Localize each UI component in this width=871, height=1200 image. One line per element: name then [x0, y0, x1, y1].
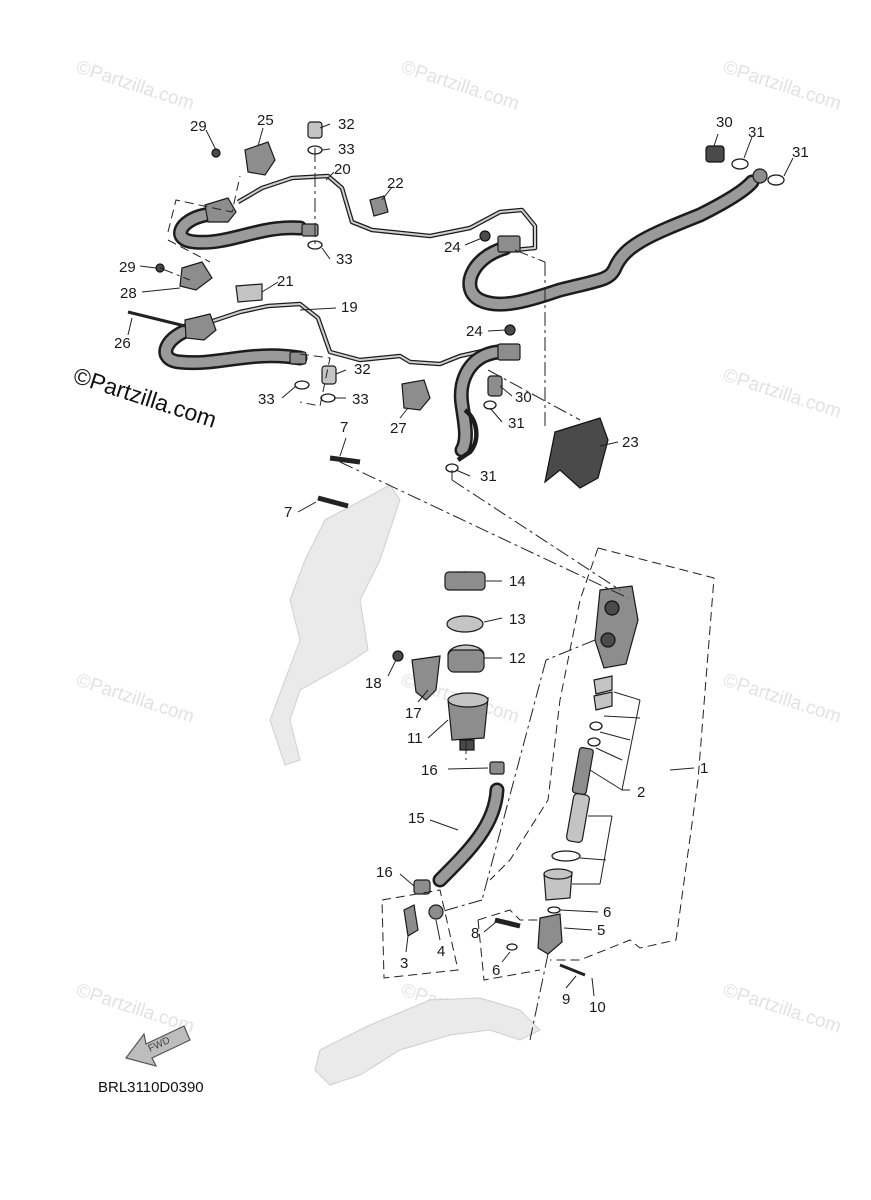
watermark: ©Partzilla.com	[398, 57, 521, 115]
watermark: ©Partzilla.com	[720, 980, 843, 1038]
brake-line-upper	[173, 173, 760, 312]
callout-22: 22	[387, 175, 404, 192]
callout-3: 3	[400, 955, 408, 972]
callout-13: 13	[509, 611, 526, 628]
callout-1: 1	[700, 760, 708, 777]
watermark: ©Partzilla.com	[720, 365, 843, 423]
callout-18: 18	[365, 675, 382, 692]
callout-33: 33	[258, 391, 275, 408]
callout-6: 6	[492, 962, 500, 979]
callout-21: 21	[277, 273, 294, 290]
callout-16: 16	[376, 864, 393, 881]
callout-33: 33	[338, 141, 355, 158]
callout-17: 17	[405, 705, 422, 722]
callout-2: 2	[637, 784, 645, 801]
callout-7: 7	[284, 504, 292, 521]
callout-5: 5	[597, 922, 605, 939]
watermark-main: ©Partzilla.com	[70, 362, 219, 433]
watermark: ©Partzilla.com	[73, 670, 196, 728]
ghost-frame	[269, 484, 541, 1086]
callout-15: 15	[408, 810, 425, 827]
callout-16: 16	[421, 762, 438, 779]
callout-31: 31	[508, 415, 525, 432]
callout-33: 33	[336, 251, 353, 268]
callout-12: 12	[509, 650, 526, 667]
callout-31: 31	[748, 124, 765, 141]
callout-20: 20	[334, 161, 351, 178]
connection-lines	[159, 148, 629, 1041]
callout-8: 8	[471, 925, 479, 942]
callouts: 29 25 32 33 20 22 33 24 30 31 31 29 21 2…	[114, 112, 809, 1016]
callout-9: 9	[562, 991, 570, 1008]
callout-23: 23	[622, 434, 639, 451]
master-cylinder	[403, 585, 639, 977]
callout-31: 31	[792, 144, 809, 161]
group-outlines	[167, 175, 715, 981]
brake-line-lower	[158, 301, 514, 462]
callout-30: 30	[515, 389, 532, 406]
callout-7: 7	[340, 419, 348, 436]
watermark: ©Partzilla.com	[73, 57, 196, 115]
callout-29: 29	[119, 259, 136, 276]
callout-24: 24	[466, 323, 483, 340]
callout-25: 25	[257, 112, 274, 129]
callout-26: 26	[114, 335, 131, 352]
callout-24: 24	[444, 239, 461, 256]
callout-32: 32	[338, 116, 355, 133]
callout-19: 19	[341, 299, 358, 316]
callout-31: 31	[480, 468, 497, 485]
fwd-arrow: FWD	[124, 1025, 191, 1067]
callout-11: 11	[407, 730, 423, 747]
callout-10: 10	[589, 999, 606, 1016]
callout-30: 30	[716, 114, 733, 131]
callout-33: 33	[352, 391, 369, 408]
diagram-code: BRL3110D0390	[98, 1079, 204, 1096]
watermark: ©Partzilla.com	[720, 670, 843, 728]
callout-32: 32	[354, 361, 371, 378]
callout-28: 28	[120, 285, 137, 302]
reservoir-assembly	[392, 571, 505, 895]
callout-6: 6	[603, 904, 611, 921]
callout-4: 4	[437, 943, 445, 960]
watermark: ©Partzilla.com	[720, 57, 843, 115]
hardware-parts	[127, 121, 785, 509]
callout-14: 14	[509, 573, 526, 590]
callout-27: 27	[390, 420, 407, 437]
callout-29: 29	[190, 118, 207, 135]
leader-lines	[127, 123, 794, 997]
